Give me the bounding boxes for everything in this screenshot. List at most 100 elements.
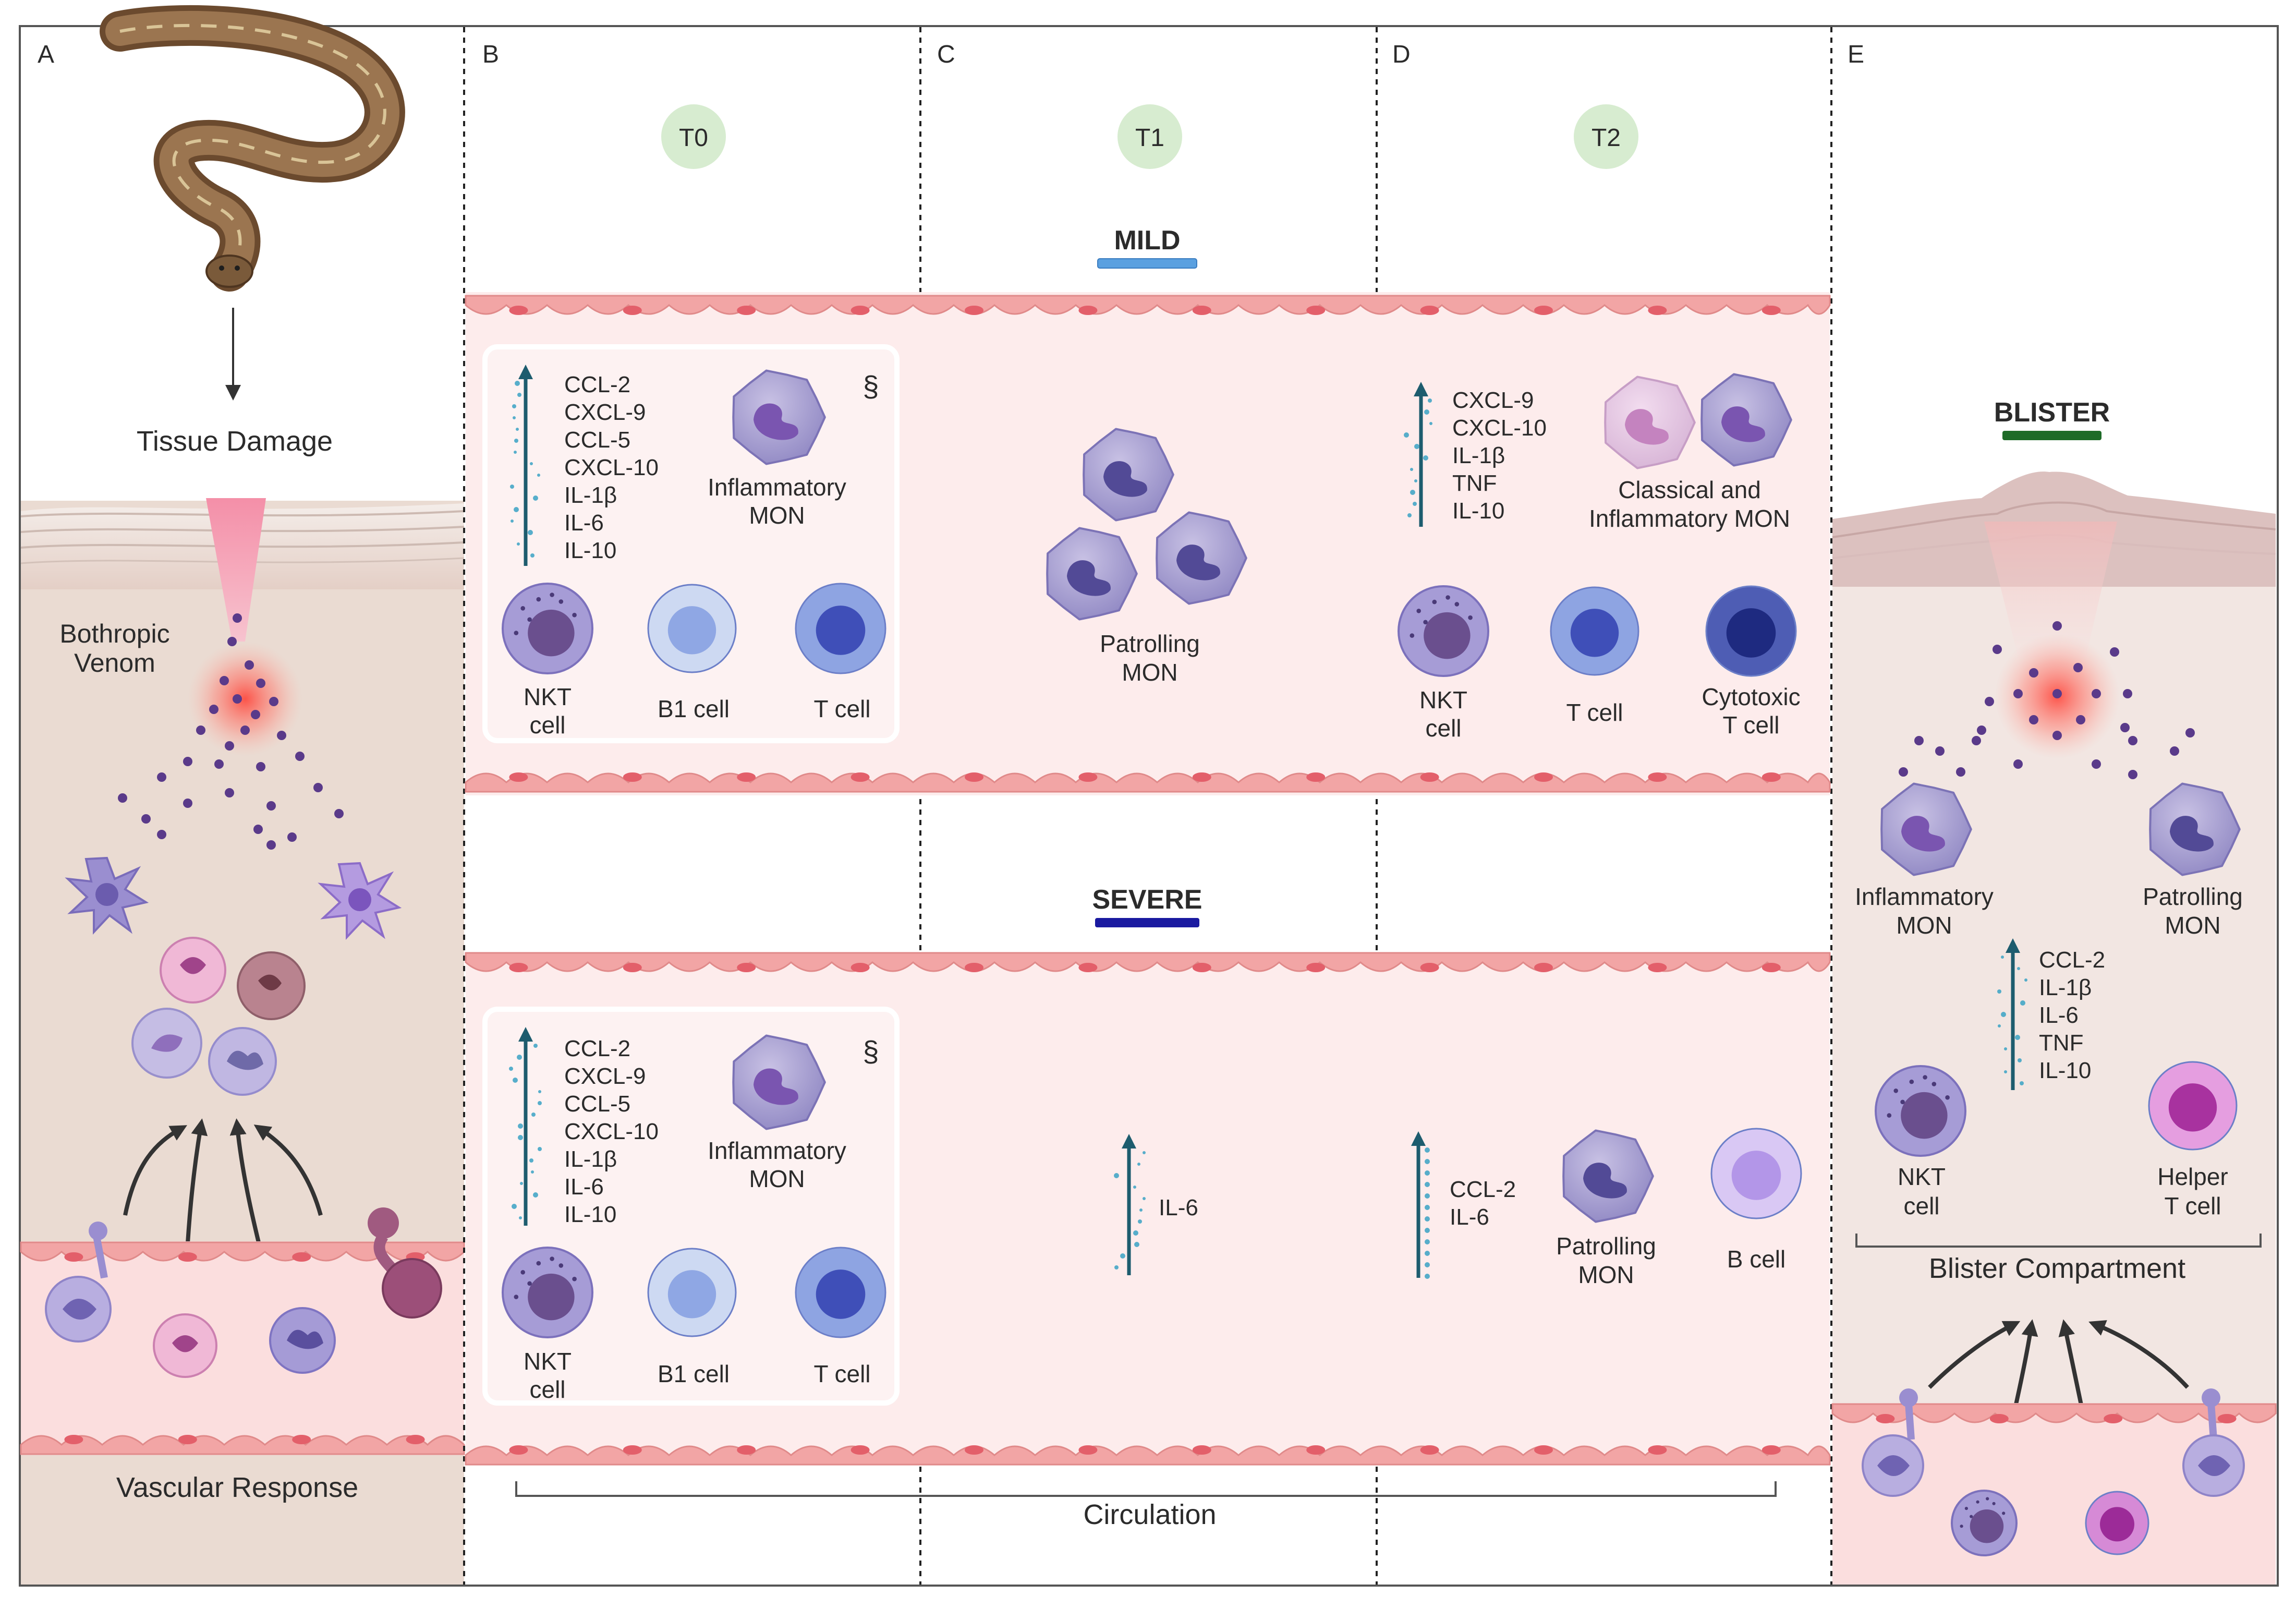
skin-layer-line [20, 557, 465, 564]
venom-particle [183, 799, 192, 808]
endothelial-nucleus [1648, 306, 1667, 315]
granule [550, 593, 554, 597]
venom-particle [1993, 645, 2002, 654]
nkt-label-line2: cell [1425, 715, 1461, 742]
helper-t-cell-icon [2148, 1061, 2238, 1151]
endothelial-nucleus [1989, 1414, 2009, 1423]
cytokine-speckle [1414, 479, 1417, 482]
granule [1887, 1113, 1892, 1118]
cytokine-speckle [2001, 1012, 2006, 1017]
cytokine-speckle [1143, 1151, 1146, 1154]
arrow-head-tissue-damage [225, 385, 241, 401]
granule [536, 1261, 541, 1266]
cell-nucleus [1583, 1163, 1627, 1199]
venom-particle [1914, 736, 1924, 745]
cytokine-speckle [1139, 1208, 1143, 1212]
cytokine-list: CCL-2IL-6 [1450, 1177, 1516, 1230]
cytokine-speckle [1137, 1163, 1140, 1166]
cytokine-speckle [1425, 1239, 1430, 1244]
cytokine-label: IL-1β [564, 1146, 617, 1172]
cytokine-speckle [1134, 1242, 1139, 1247]
endothelial-nucleus [1762, 963, 1781, 972]
granule [520, 606, 525, 611]
venom-particle [266, 801, 276, 811]
venom-particle [287, 832, 297, 842]
endothelial-nucleus [509, 963, 528, 972]
endothelium-bottom [20, 1435, 465, 1455]
cytokine-speckle [512, 404, 516, 408]
venom-particle [2013, 759, 2023, 769]
endothelial-nucleus [1534, 963, 1553, 972]
venom-particle [2092, 759, 2101, 769]
cytokine-speckle [1425, 1193, 1430, 1199]
venom-particle [2029, 668, 2038, 678]
cell-nucleus [1067, 560, 1111, 596]
cell-nucleus [1726, 608, 1776, 658]
endothelial-nucleus [292, 1252, 311, 1262]
venom-particle [1935, 746, 1945, 756]
cytokine-speckle [529, 1158, 533, 1163]
cytokine-speckle [1143, 1197, 1146, 1200]
mast-cell-icon [160, 937, 226, 1004]
granule [536, 597, 541, 602]
cytokine-speckle [1410, 490, 1415, 495]
cytokine-list: IL-6 [1159, 1195, 1198, 1220]
cytotoxic-label-line1: Cytotoxic [1702, 683, 1800, 710]
cytokine-speckle [2018, 1058, 2022, 1062]
granule [1945, 1095, 1950, 1100]
section-mark: § [862, 1035, 879, 1068]
cell-nucleus [1721, 406, 1765, 442]
cytokine-speckle [2004, 1047, 2007, 1050]
cell-nucleus [1901, 816, 1945, 852]
nkt-label-line1: NKT [524, 683, 572, 710]
cytokine-speckle [1423, 455, 1428, 461]
cytokine-label: CXCL-10 [564, 1119, 659, 1144]
blister-title: BLISTER [1994, 397, 2110, 428]
venom-particle [183, 757, 192, 766]
venom-particle [157, 772, 166, 782]
classical-monocyte-icon [1604, 376, 1696, 469]
migration-arrow [253, 1125, 323, 1216]
cell-nucleus [1103, 461, 1147, 497]
granule [558, 599, 564, 604]
endothelial-nucleus [1762, 772, 1781, 782]
t-label: T cell [813, 695, 870, 722]
venom-particle [253, 825, 263, 834]
endothelial-nucleus [851, 306, 870, 315]
cytokine-label: IL-10 [564, 1202, 616, 1227]
time-badge-t0 [661, 104, 726, 169]
nkt-label-line1: NKT [1419, 686, 1467, 714]
cytokine-arrow [1411, 1131, 1430, 1279]
cytokine-speckle [2017, 967, 2020, 970]
granule [1992, 1502, 1996, 1505]
granule [1445, 595, 1450, 600]
cell-nucleus [667, 606, 716, 655]
arrow-head [1411, 1131, 1426, 1146]
cytokine-speckle [517, 1055, 522, 1060]
arrow-head [1414, 382, 1428, 396]
venom-particle [2185, 728, 2195, 737]
granule [514, 1295, 519, 1299]
cytokine-speckle [519, 1216, 522, 1219]
cytotoxic-label-line2: T cell [1722, 711, 1779, 739]
helper-t-cell-icon [2085, 1491, 2149, 1555]
granule [1454, 602, 1460, 607]
cytokine-label: CCL-2 [564, 1036, 630, 1061]
cytokine-label: CXCL-9 [564, 400, 646, 425]
venom-particle [2092, 689, 2101, 698]
endothelial-nucleus [737, 963, 756, 972]
endothelial-layer [465, 1445, 1831, 1466]
venom-particle [266, 840, 276, 850]
mon-label-line2: MON [749, 502, 805, 529]
endothelial-nucleus [64, 1435, 83, 1444]
cytokine-speckle [1425, 1147, 1430, 1153]
granule [1900, 1099, 1905, 1105]
severe-title: SEVERE [1092, 885, 1202, 915]
extravasating-neutrophil-icon [269, 1307, 336, 1374]
vascular-response-label: Vascular Response [116, 1472, 358, 1503]
endothelium-mild-bottom [465, 772, 1831, 793]
patrolling-label-line2: MON [2165, 912, 2220, 939]
severe-bar [1095, 918, 1199, 927]
endothelial-nucleus [1192, 772, 1211, 782]
